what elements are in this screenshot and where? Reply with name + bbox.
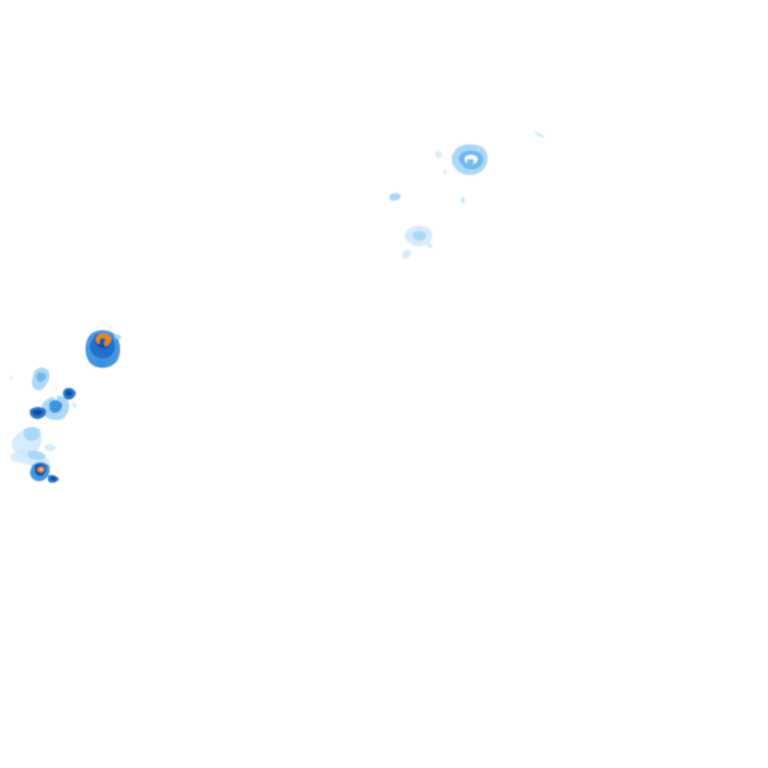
north-east-cell bbox=[435, 131, 545, 204]
north-east-fragments bbox=[389, 193, 401, 201]
central-north-cell bbox=[402, 225, 433, 259]
west-strong-cell bbox=[85, 330, 122, 368]
west-band-lower bbox=[10, 427, 56, 469]
west-band-upper bbox=[9, 367, 77, 421]
west-small-core bbox=[30, 462, 59, 483]
